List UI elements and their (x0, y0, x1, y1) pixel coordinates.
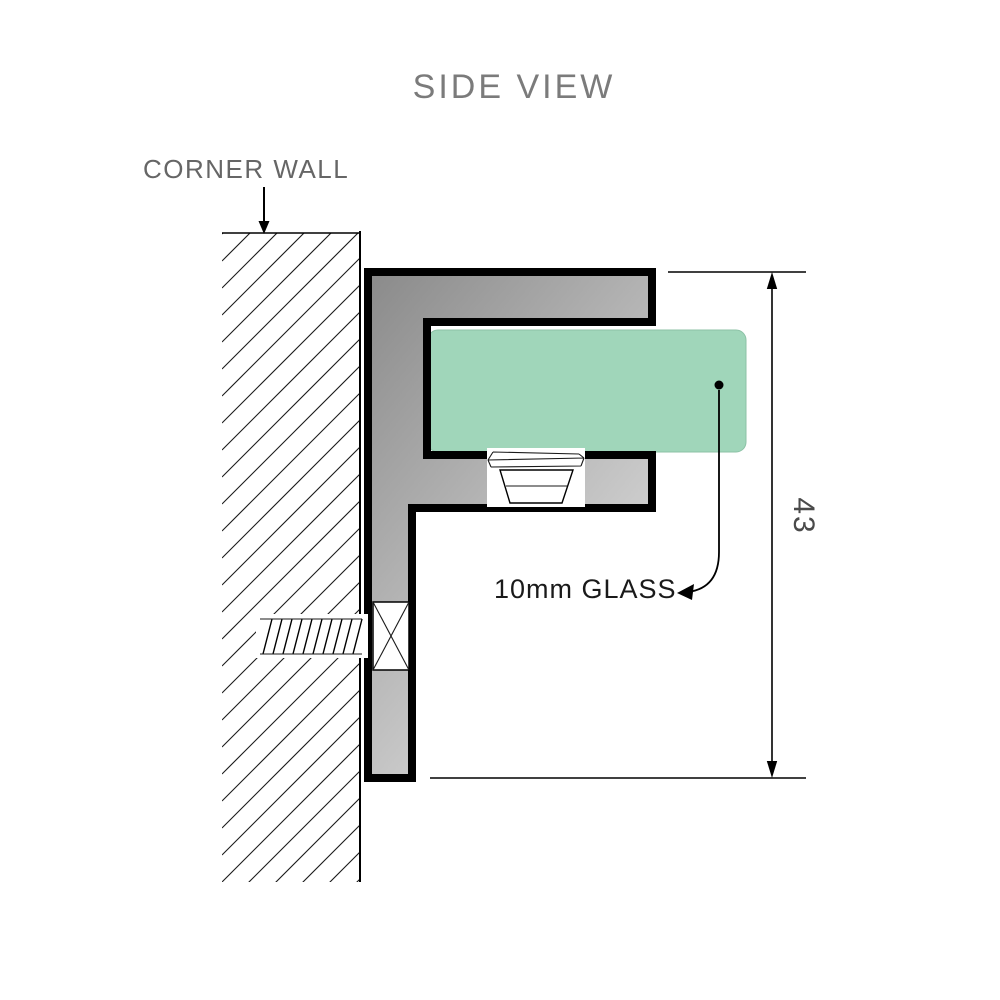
bracket-profile (364, 268, 656, 782)
leader-dot (714, 380, 724, 390)
dimension-arrow-down-icon (766, 761, 778, 778)
leader-line (687, 390, 720, 593)
glass-panel (427, 329, 747, 453)
gasket-threads (487, 451, 585, 468)
screw (256, 601, 410, 671)
dimension-value: 43 (787, 497, 820, 534)
corner-wall-label: CORNER WALL (143, 154, 349, 184)
down-arrow-icon (258, 221, 270, 234)
glass-callout: 10mm GLASS (494, 380, 724, 604)
screw-threads (262, 618, 363, 655)
corner-wall-callout: CORNER WALL (143, 154, 349, 234)
leader-arrow-icon (677, 584, 694, 600)
page-title: SIDE VIEW (413, 68, 616, 106)
dimension: 43 (430, 271, 820, 779)
glass-label: 10mm GLASS (494, 574, 677, 604)
screw-head-diagonal-2 (372, 601, 410, 671)
wall-hatch (222, 233, 360, 882)
gasket (487, 448, 585, 507)
dimension-arrow-up-icon (766, 272, 778, 289)
